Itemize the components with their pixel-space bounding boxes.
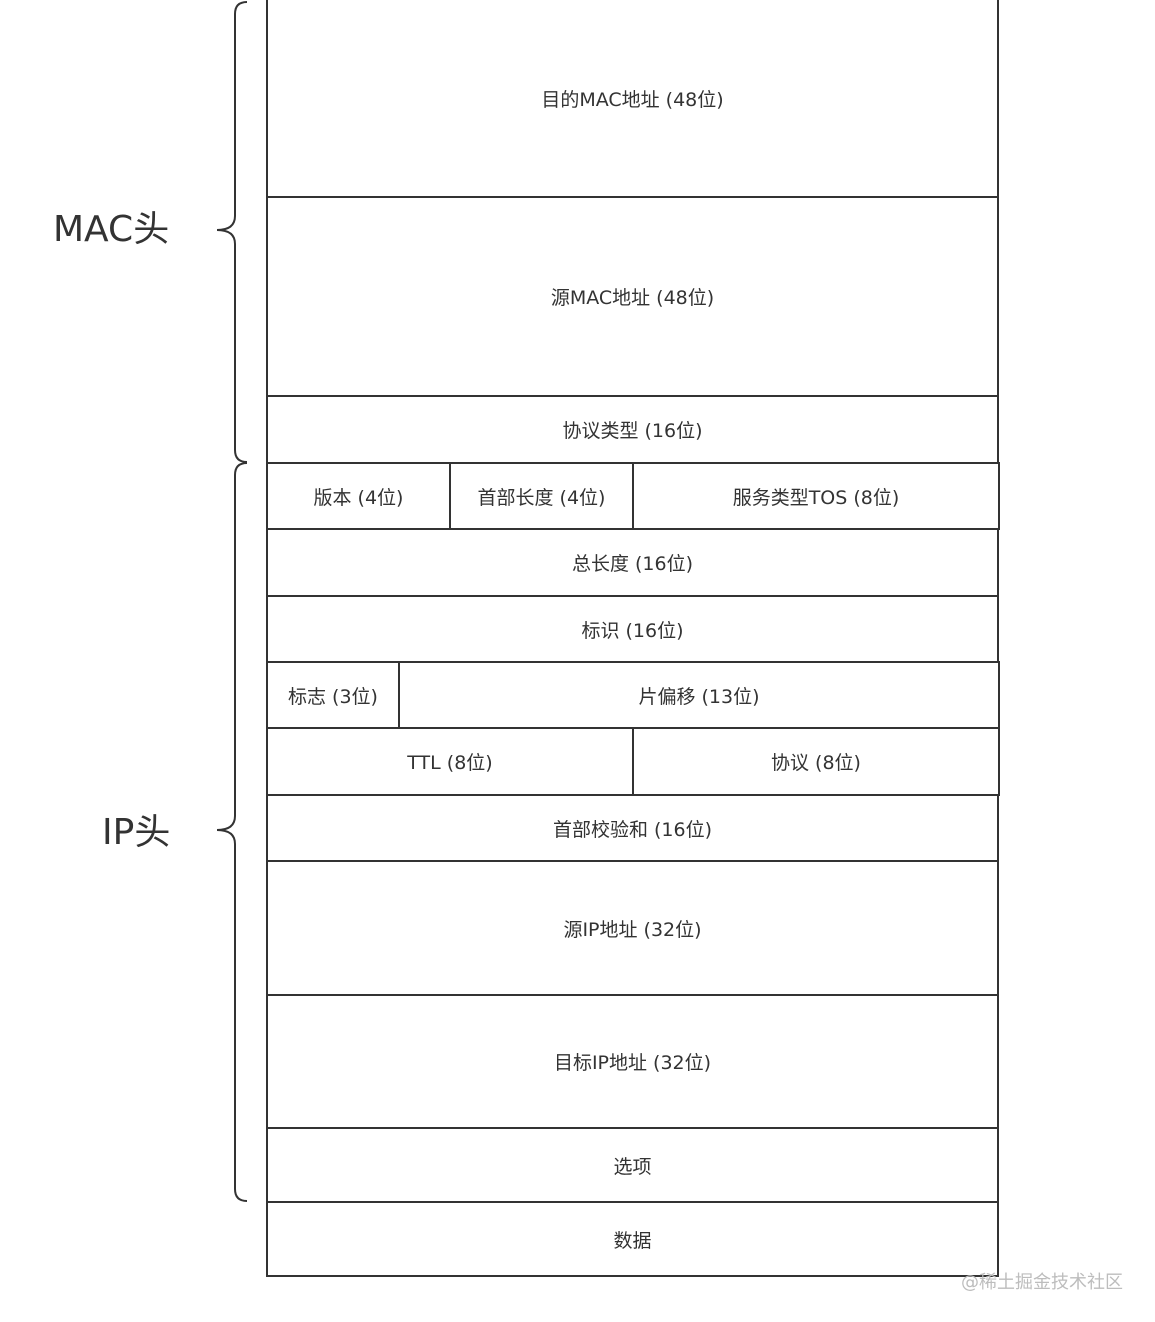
src-mac-field: 源MAC地址 (48位) bbox=[266, 196, 999, 397]
dest-ip-field: 目标IP地址 (32位) bbox=[266, 994, 999, 1129]
mac-header-label: MAC头 bbox=[53, 209, 170, 250]
ip-header-brace bbox=[216, 462, 248, 1202]
protocol-field: 协议 (8位) bbox=[632, 727, 1000, 796]
options-field: 选项 bbox=[266, 1127, 999, 1203]
braces bbox=[216, 1, 248, 1202]
fragment-offset-field: 片偏移 (13位) bbox=[398, 661, 1000, 729]
ip-header-label: IP头 bbox=[102, 812, 171, 853]
tos-field: 服务类型TOS (8位) bbox=[632, 462, 1000, 530]
identification-field: 标识 (16位) bbox=[266, 595, 999, 663]
src-ip-field: 源IP地址 (32位) bbox=[266, 860, 999, 996]
flags-field: 标志 (3位) bbox=[266, 661, 400, 729]
protocol-type-field: 协议类型 (16位) bbox=[266, 395, 999, 464]
ttl-field: TTL (8位) bbox=[266, 727, 634, 796]
checksum-field: 首部校验和 (16位) bbox=[266, 794, 999, 862]
total-length-field: 总长度 (16位) bbox=[266, 528, 999, 597]
version-field: 版本 (4位) bbox=[266, 462, 451, 530]
watermark: @稀土掘金技术社区 bbox=[961, 1272, 1123, 1293]
header-length-field: 首部长度 (4位) bbox=[449, 462, 634, 530]
dest-mac-field: 目的MAC地址 (48位) bbox=[266, 0, 999, 198]
mac-header-brace bbox=[216, 1, 248, 463]
data-field: 数据 bbox=[266, 1201, 999, 1277]
